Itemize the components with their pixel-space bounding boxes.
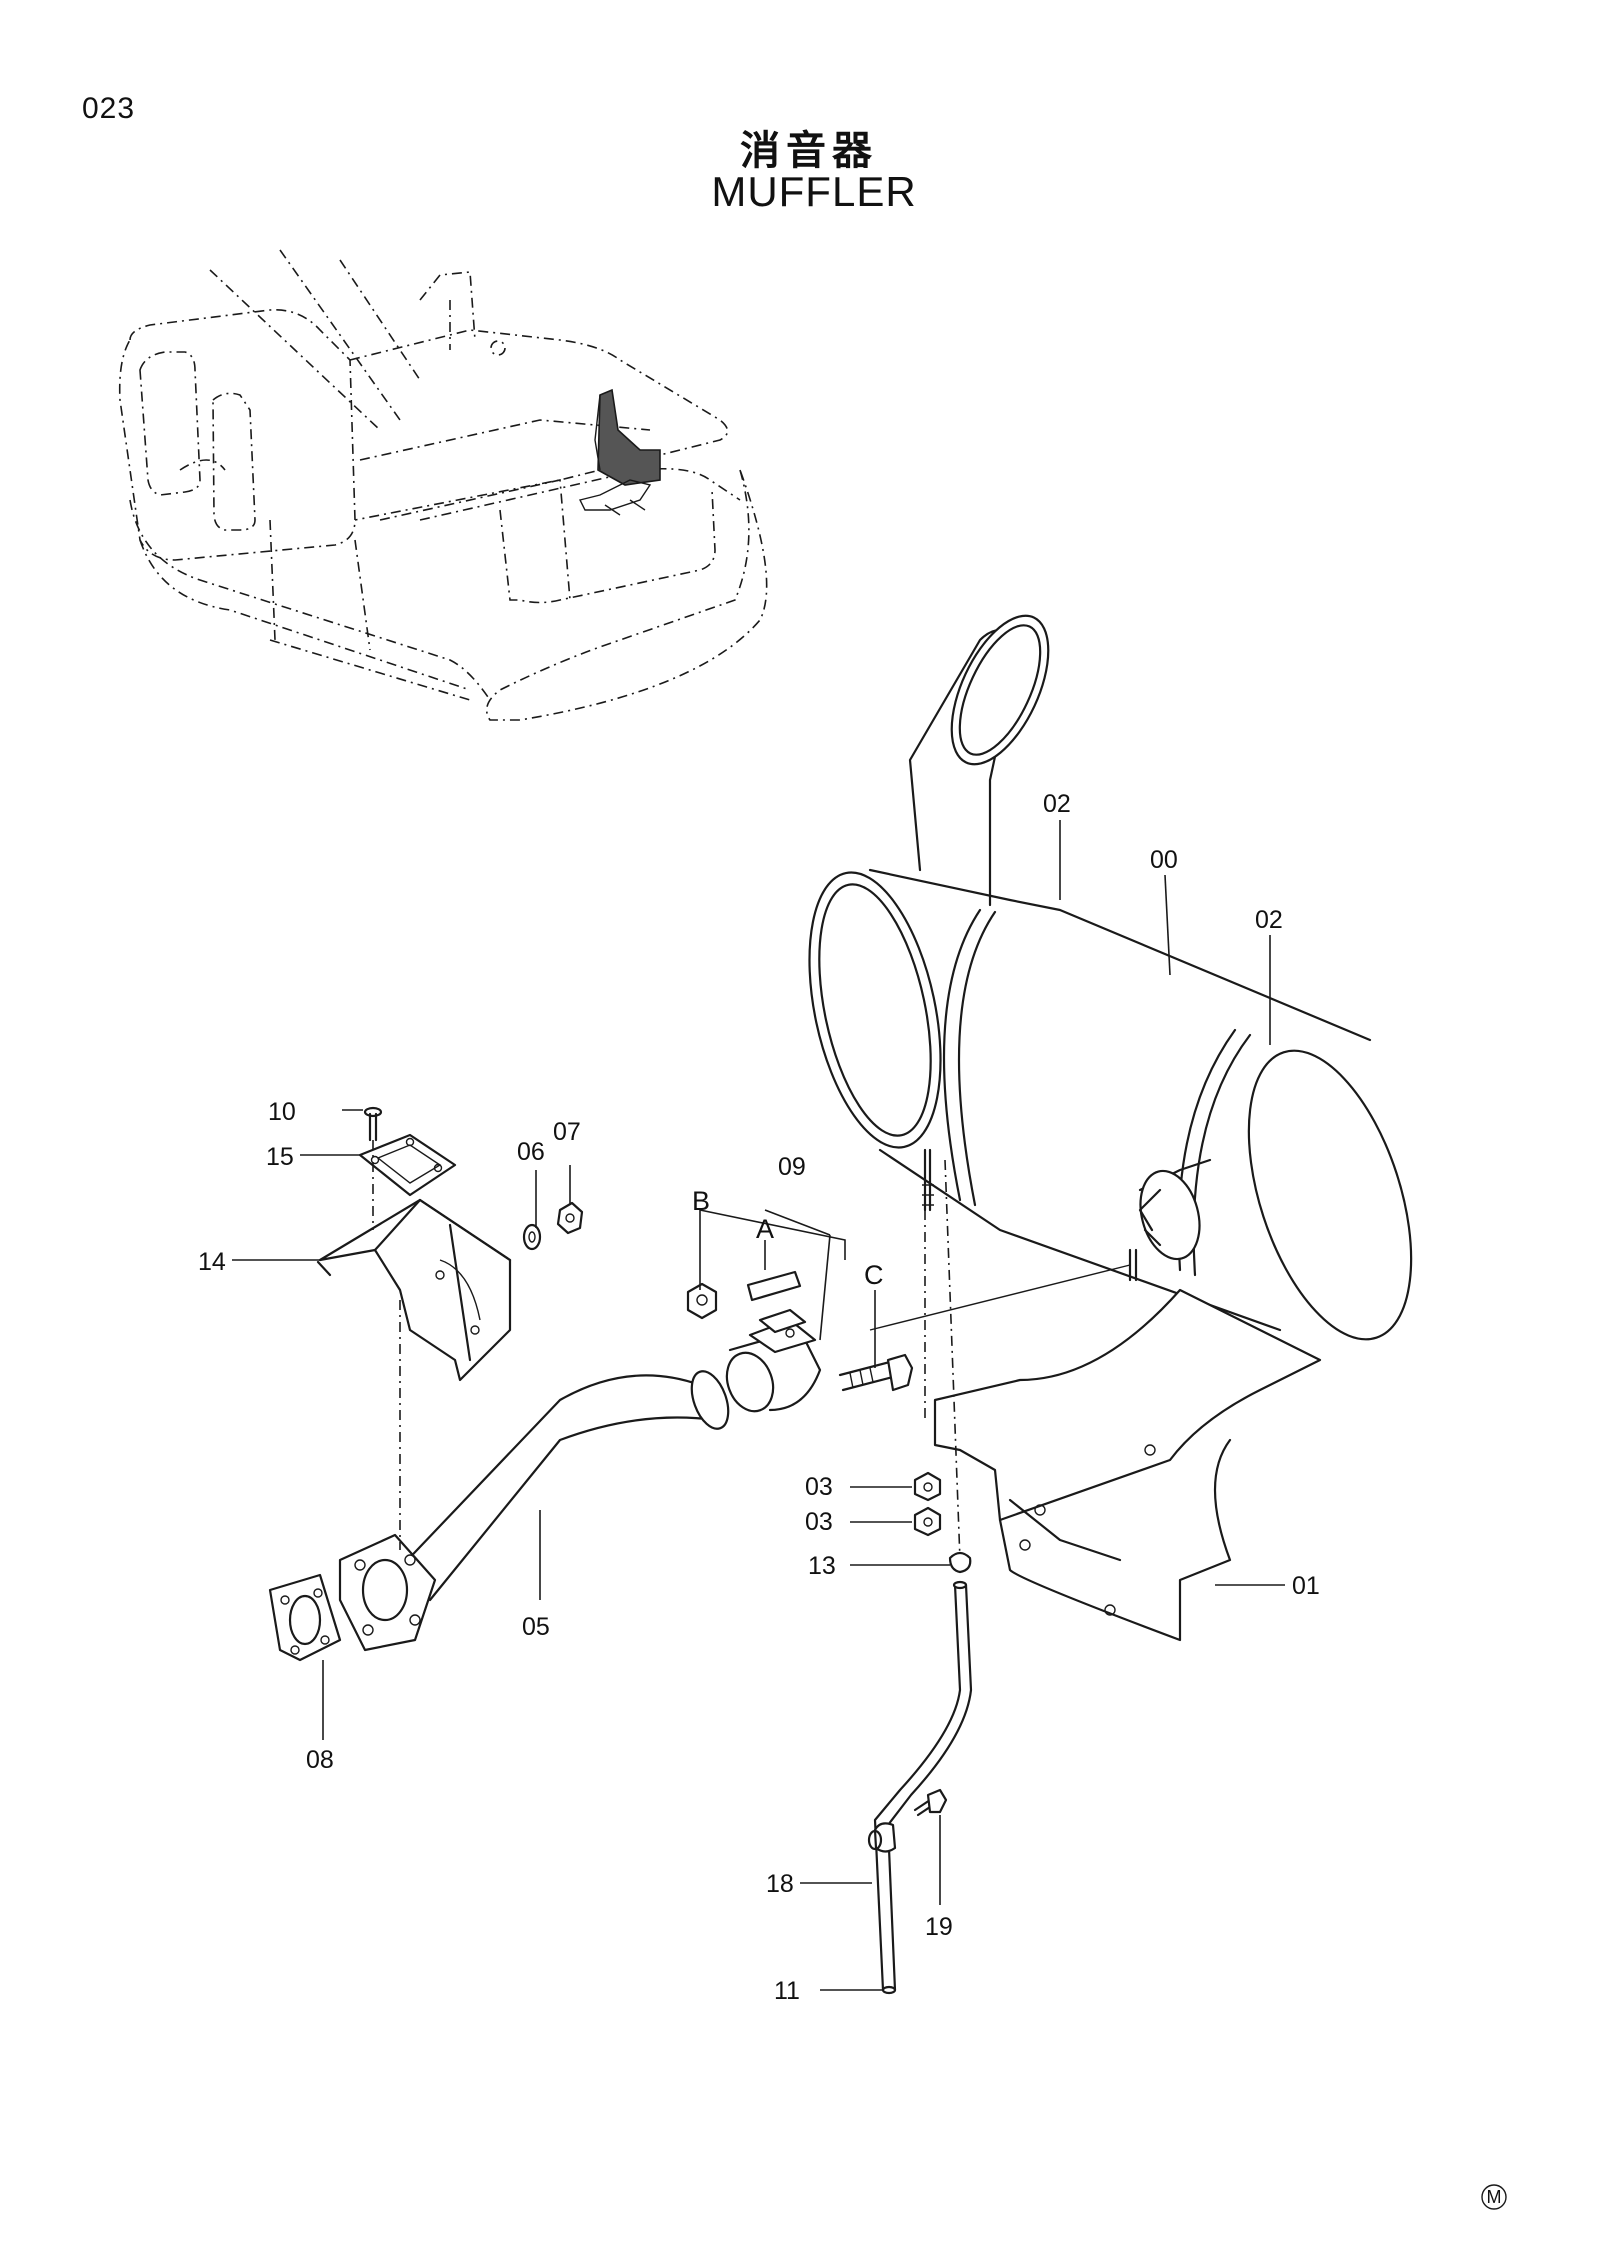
clamp-axis <box>869 1264 1131 1331</box>
exhaust-pipe <box>268 1370 730 1662</box>
callout-09: 09 <box>778 1153 806 1181</box>
callout-00: 00 <box>1150 846 1178 874</box>
callout-03-upper: 03 <box>805 1473 833 1501</box>
callout-05: 05 <box>522 1613 550 1641</box>
callout-10: 10 <box>268 1098 296 1126</box>
title-japanese: 消音器 <box>740 128 878 174</box>
callout-A: A <box>756 1214 774 1244</box>
callout-14: 14 <box>198 1248 226 1276</box>
callout-08: 08 <box>306 1746 334 1774</box>
muffler-bracket <box>933 1288 1322 1642</box>
heat-shield <box>316 1106 512 1550</box>
title-english: MUFFLER <box>711 168 917 215</box>
nuts-and-clip <box>913 1471 972 1574</box>
washer-and-nut <box>522 1201 584 1251</box>
callout-07: 07 <box>553 1118 581 1146</box>
mount-axis-right <box>944 1159 961 1561</box>
callout-13: 13 <box>808 1552 836 1580</box>
callout-15: 15 <box>266 1143 294 1171</box>
drain-tube <box>867 1580 973 1995</box>
clamp-kit <box>686 1270 914 1413</box>
callout-C: C <box>864 1260 884 1290</box>
callout-01: 01 <box>1292 1572 1320 1600</box>
callout-19: 19 <box>925 1913 953 1941</box>
callout-11: 11 <box>774 1977 800 2005</box>
excavator-overview <box>118 249 768 721</box>
callout-B: B <box>692 1186 710 1216</box>
muffler-body <box>808 614 1413 1341</box>
callout-06: 06 <box>517 1138 545 1166</box>
callout-02-left: 02 <box>1043 790 1071 818</box>
page-number: 023 <box>82 92 136 125</box>
callout-18: 18 <box>766 1870 794 1898</box>
callout-03-lower: 03 <box>805 1508 833 1536</box>
corner-mark-letter: M <box>1487 2187 1502 2207</box>
leader-lines <box>232 820 1285 1991</box>
callout-02-right: 02 <box>1255 906 1283 934</box>
corner-mark: M <box>1481 2184 1507 2210</box>
